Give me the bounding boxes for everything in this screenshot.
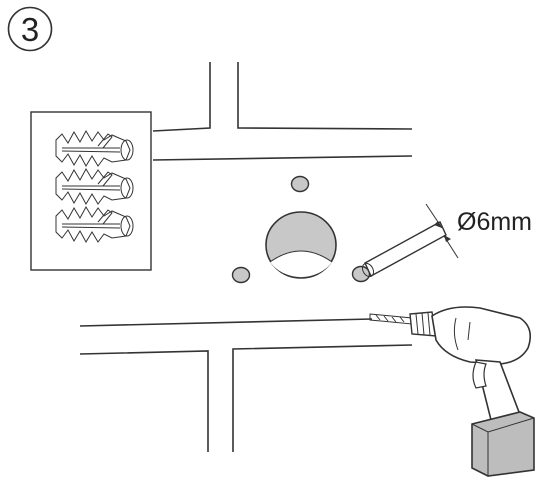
- wall-lines-bottom: [79, 318, 413, 452]
- drill-diameter-label: Ø6mm: [457, 208, 532, 236]
- drill-battery: [471, 411, 535, 477]
- tile-joint-upper-right: [237, 62, 413, 130]
- wall-lines-top: [152, 62, 413, 161]
- wall-holes: [231, 175, 371, 284]
- wall-plug-icon: [55, 129, 134, 168]
- drill-bit-rod: [364, 221, 447, 277]
- wall-plugs-box-frame: [30, 111, 152, 271]
- mounting-hole-left: [231, 266, 251, 284]
- tile-joint-lower-right: [232, 344, 413, 452]
- drill-bit-diameter-callout: Ø6mm: [361, 203, 532, 278]
- pipe-opening: [265, 211, 337, 279]
- tile-joint-upper-left: [152, 62, 211, 132]
- wall-plugs-box: [30, 111, 152, 271]
- mounting-hole-top: [290, 175, 310, 193]
- step-badge: 3: [7, 6, 53, 52]
- step-badge-circle: [7, 6, 53, 52]
- step-number: 3: [21, 11, 39, 48]
- tile-joint-horizontal-upper: [152, 155, 413, 161]
- tile-joint-horizontal-lower: [79, 318, 373, 327]
- wall-plug-icon: [55, 167, 134, 206]
- tile-joint-lower-left: [79, 350, 209, 452]
- wall-plug-icon: [55, 205, 134, 244]
- power-drill-icon: [369, 306, 535, 477]
